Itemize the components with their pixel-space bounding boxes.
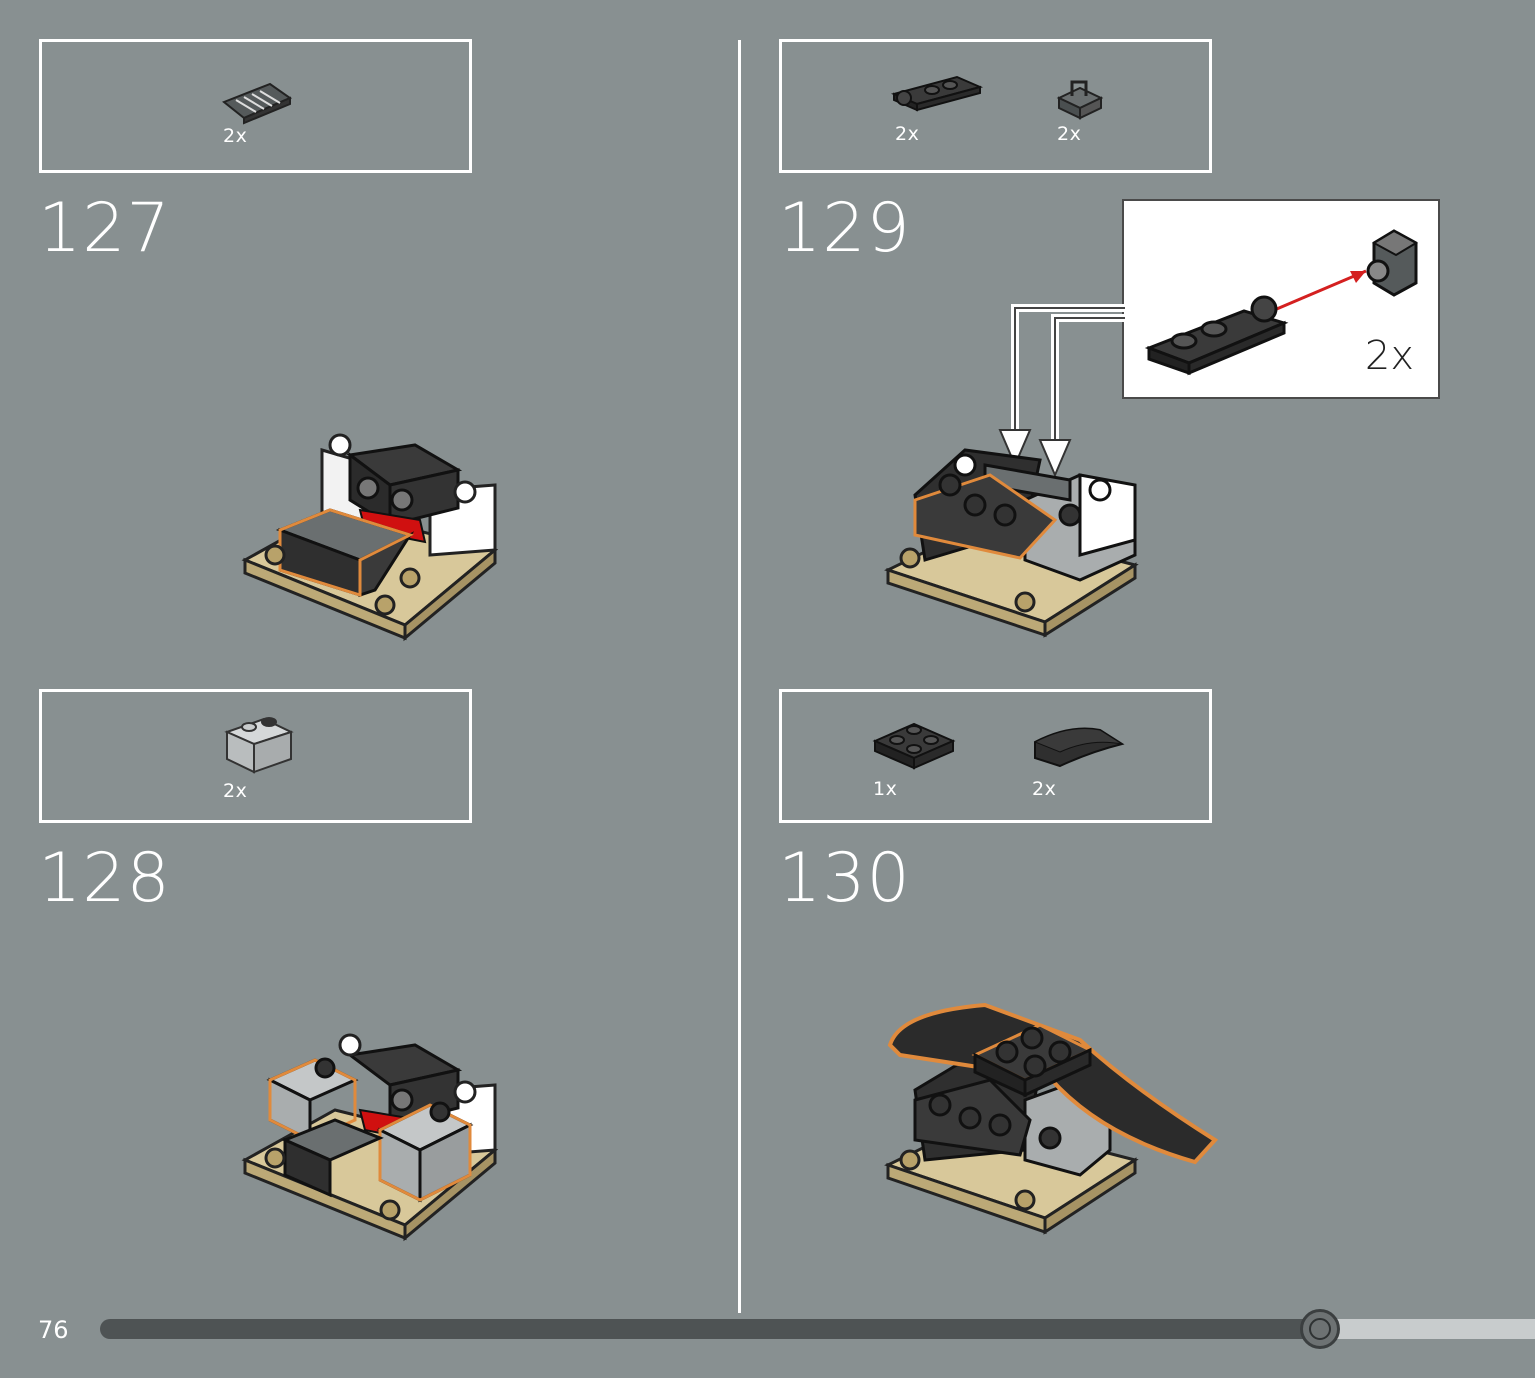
progress-remaining [1320,1319,1535,1339]
step-number-129: 129 [778,189,911,268]
part-qty: 2x [895,123,920,145]
column-divider [738,40,741,1313]
slope-grille-dark-gray-icon [222,82,293,125]
step-number-128: 128 [38,839,171,918]
step-number-127: 127 [38,189,171,268]
page-number: 76 [38,1316,69,1344]
model-illustration-129 [884,304,1139,638]
plate-2x2-black-icon [872,722,956,770]
hinge-plate-black-icon [890,75,984,112]
model-illustration-130 [884,1002,1219,1235]
part-qty: 2x [223,125,248,147]
part-qty: 1x [873,778,898,800]
parts-list-129: 2x 2x [779,39,1212,173]
page-progress-slider[interactable] [100,1309,1535,1349]
parts-list-130: 1x 2x [779,689,1212,823]
brick-1x2-light-gray-icon [224,717,294,774]
part-qty: 2x [1032,778,1057,800]
parts-list-128: 2x [39,689,472,823]
progress-completed [100,1319,1320,1339]
curved-slope-black-icon [1033,727,1125,768]
progress-handle[interactable] [1300,1309,1340,1349]
step-number-130: 130 [778,839,911,918]
sub-assembly-illustration [1144,229,1419,376]
clip-plate-dark-gray-icon [1056,80,1104,120]
model-illustration-127 [241,433,499,642]
callout-qty: 2x [1364,333,1414,379]
model-illustration-128 [241,1033,499,1242]
parts-list-127: 2x [39,39,472,173]
part-qty: 2x [223,780,248,802]
sub-assembly-callout: 2x [1122,199,1440,399]
part-qty: 2x [1057,123,1082,145]
